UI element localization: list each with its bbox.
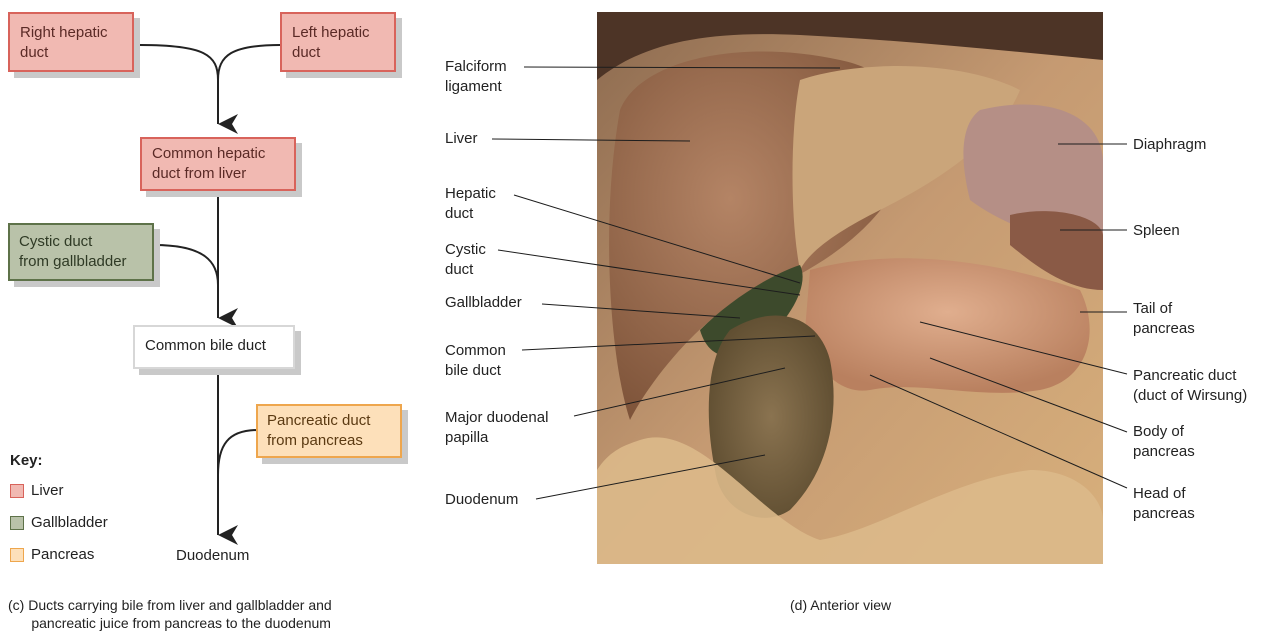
label-common-bile-duct: Common bile duct [445,341,506,381]
duodenum-leader [536,455,765,499]
label-major-papilla: Major duodenal papilla [445,408,548,448]
major-papilla-leader [574,368,785,416]
label-cystic-duct: Cystic duct [445,240,486,280]
liver-leader [492,139,690,141]
common-bile-duct-leader [522,336,815,350]
caption-d: (d) Anterior view [790,596,891,614]
label-pancreatic-duct: Pancreatic duct (duct of Wirsung) [1133,366,1247,406]
label-body-of-pancreas: Body of pancreas [1133,422,1195,462]
label-duodenum: Duodenum [445,490,518,510]
head-leader [870,375,1127,488]
cystic-duct-leader [498,250,800,295]
hepatic-duct-leader [514,195,800,283]
label-diaphragm: Diaphragm [1133,135,1206,155]
label-tail-of-pancreas: Tail of pancreas [1133,299,1195,339]
gallbladder-leader [542,304,740,318]
falciform-leader [524,67,840,68]
label-liver: Liver [445,129,478,149]
label-falciform: Falciform ligament [445,57,507,97]
label-spleen: Spleen [1133,221,1180,241]
label-hepatic-duct: Hepatic duct [445,184,496,224]
label-gallbladder: Gallbladder [445,293,522,313]
body-leader [930,358,1127,432]
label-head-of-pancreas: Head of pancreas [1133,484,1195,524]
